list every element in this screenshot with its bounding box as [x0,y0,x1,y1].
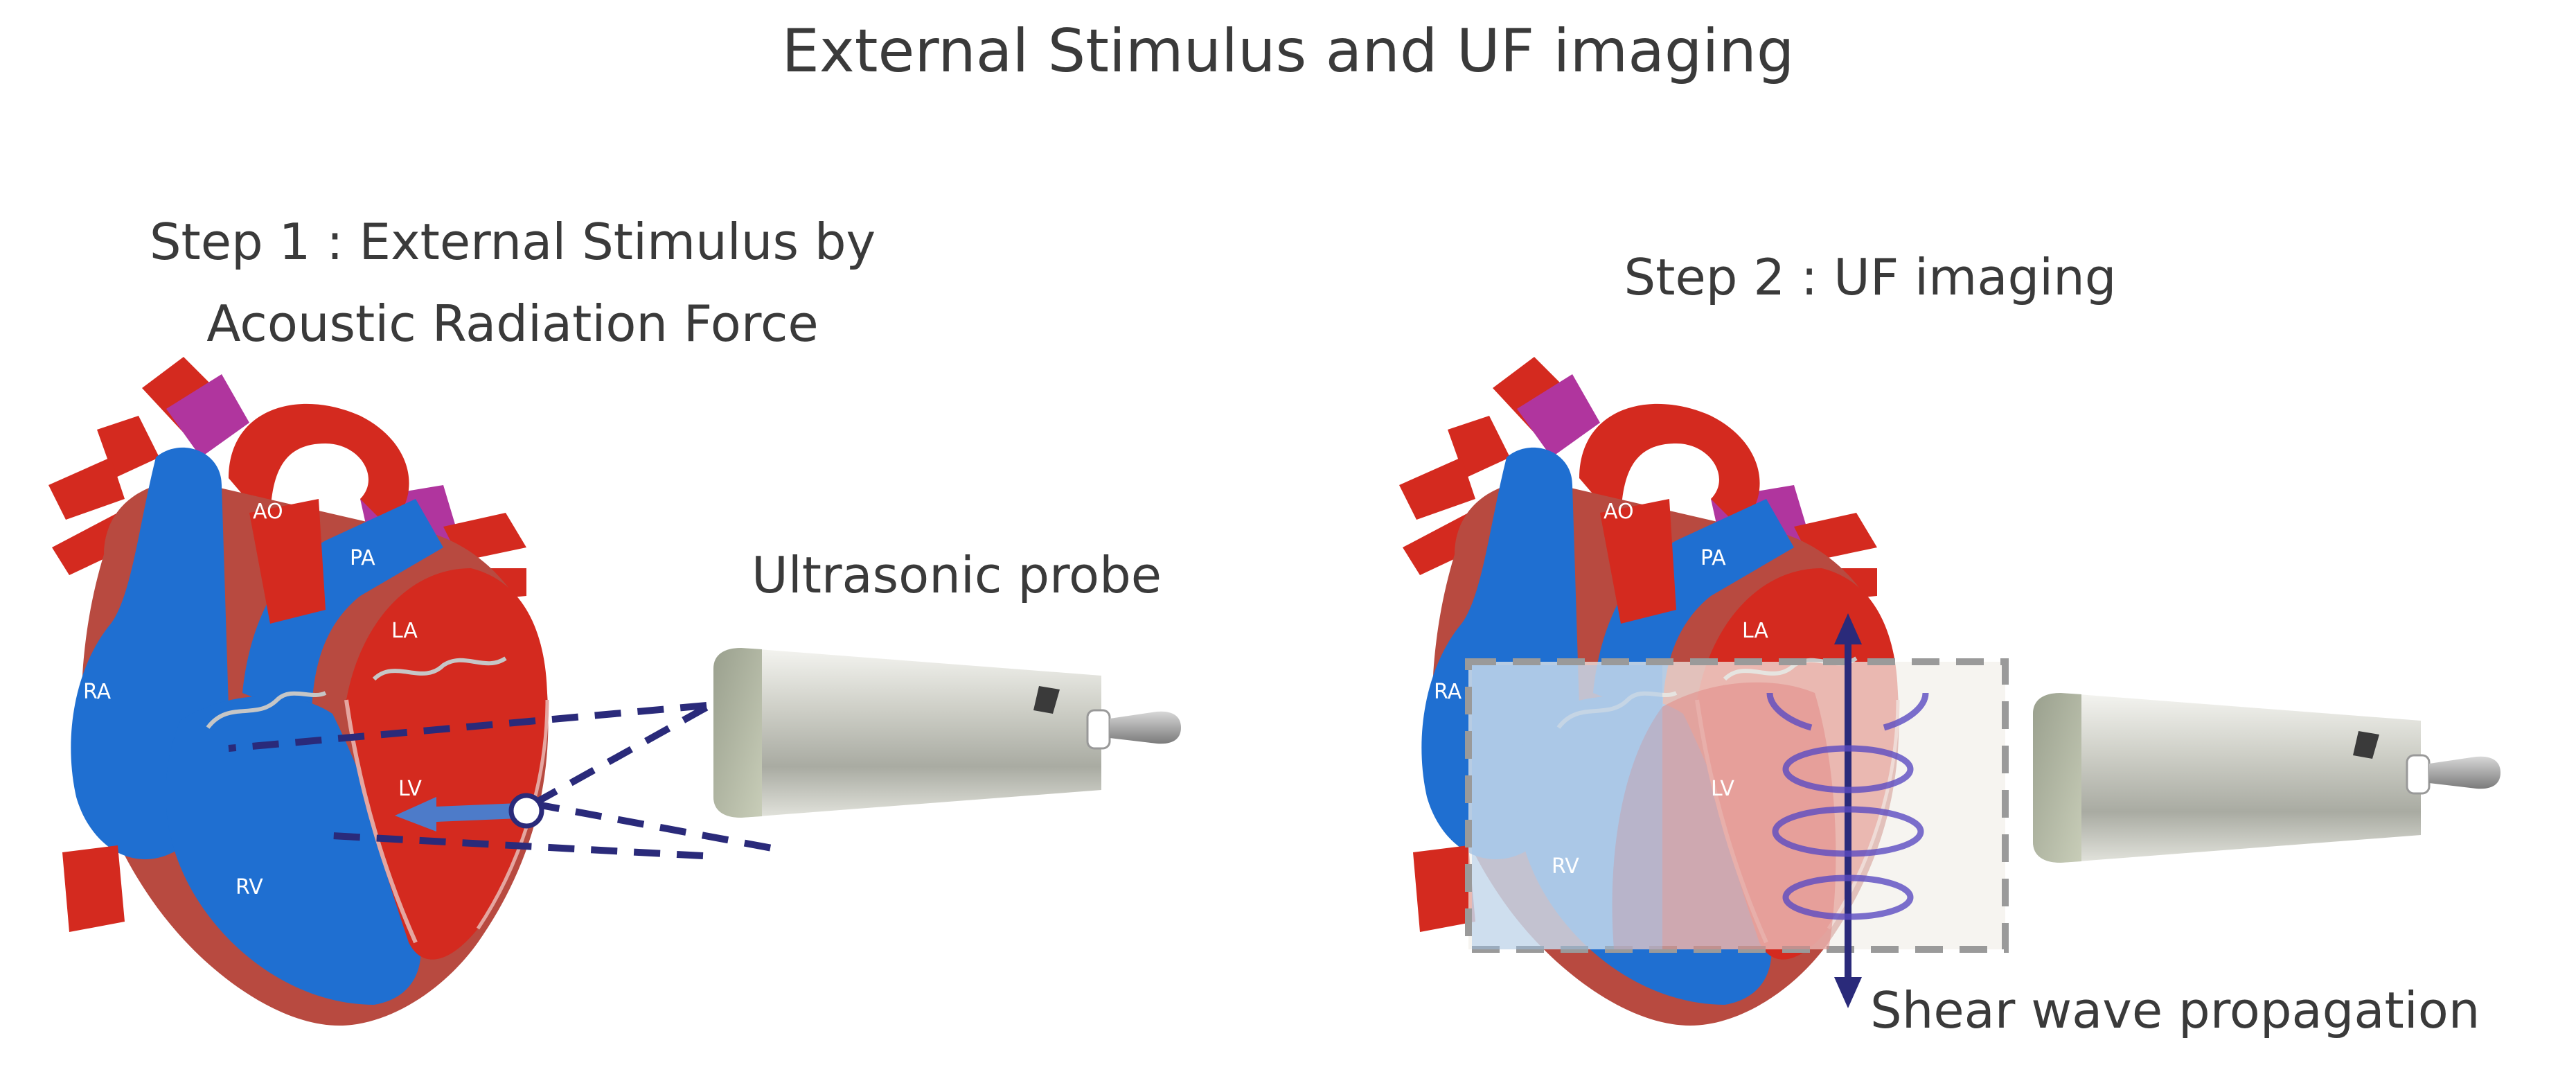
label-ao: AO [253,500,283,524]
label-rv-2: RV [1552,854,1579,879]
shear-wave-fronts [1766,692,1929,920]
step2-label: Step 2 : UF imaging [1624,248,2117,306]
step1-line1: Step 1 : External Stimulus by [149,213,876,271]
step1-label: Step 1 : External Stimulus by Acoustic R… [83,201,942,364]
page-title: External Stimulus and UF imaging [781,17,1795,86]
label-ra: RA [83,680,112,704]
heart-step1 [48,357,549,1026]
label-la: LA [391,619,418,643]
label-pa: PA [350,546,375,570]
label-lv: LV [398,777,422,801]
label-pa-2: PA [1700,546,1726,570]
probe-label: Ultrasonic probe [752,546,1162,604]
ultrasound-beam [228,702,776,859]
label-ao-2: AO [1604,500,1634,524]
label-rv: RV [236,875,263,899]
shear-wave-label: Shear wave propagation [1870,981,2480,1039]
radiation-force-arrow [395,793,544,832]
label-la-2: LA [1742,619,1768,643]
ultrasonic-probe-step2 [2032,692,2502,864]
step1-line2: Acoustic Radiation Force [206,295,819,353]
label-ra-2: RA [1434,680,1462,704]
label-lv-2: LV [1711,777,1734,801]
ultrasonic-probe-step1 [712,647,1182,819]
